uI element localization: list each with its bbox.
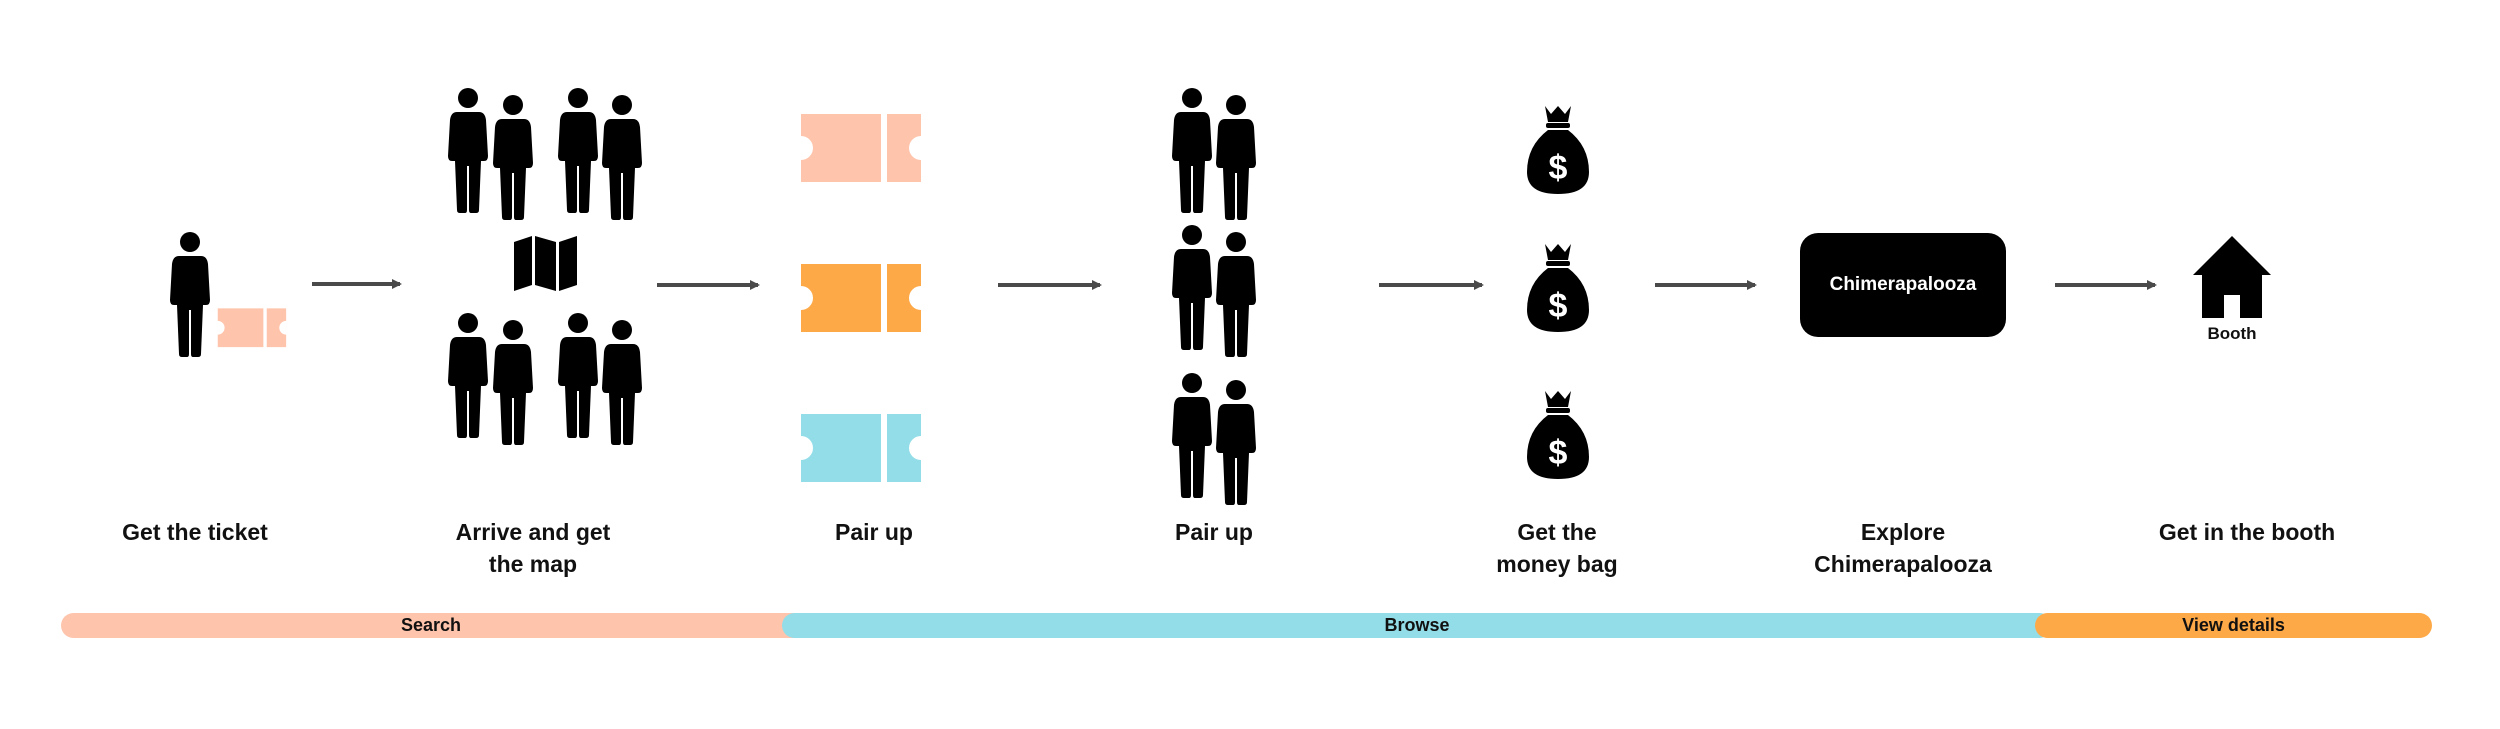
person-icon — [1216, 95, 1256, 220]
dollar-sign: $ — [1549, 287, 1568, 325]
house-icon — [2193, 236, 2271, 318]
person-icon — [170, 232, 210, 357]
step-5-icons: $ $ $ — [1527, 106, 1589, 479]
phase-bar-browse: Browse — [782, 613, 2052, 638]
person-icon — [1216, 380, 1256, 505]
step-4-icons — [1172, 88, 1256, 505]
step-3-icons — [801, 114, 921, 482]
dollar-sign: $ — [1549, 434, 1568, 472]
person-icon — [1172, 88, 1212, 213]
person-icon — [1172, 373, 1212, 498]
step-label-line: Arrive and get — [455, 519, 611, 545]
step-label-7: Get in the booth — [2097, 516, 2397, 548]
step-label-2: Arrive and get the map — [383, 516, 683, 580]
phase-bar-view-details: View details — [2035, 613, 2432, 638]
step-2-icons — [448, 88, 642, 445]
person-icon — [448, 88, 488, 213]
phase-label: Search — [400, 615, 462, 635]
step-label-line: the map — [488, 551, 578, 577]
person-icon — [1172, 225, 1212, 350]
step-1-icons — [170, 232, 287, 357]
person-icon — [493, 95, 533, 220]
step-label-line: Get the — [1517, 519, 1597, 545]
arrows — [312, 279, 2157, 290]
dollar-sign: $ — [1549, 149, 1568, 187]
chimerapalooza-box-label: Chimerapalooza — [1829, 274, 1977, 295]
money-bag-icon: $ — [1527, 391, 1589, 479]
chimerapalooza-box: Chimerapalooza — [1800, 233, 2006, 337]
step-label-line: Chimerapalooza — [1814, 551, 1992, 577]
person-icon — [602, 320, 642, 445]
booth-label: Booth — [2207, 324, 2257, 343]
person-icon — [602, 95, 642, 220]
step-label-line: Get in the booth — [2158, 519, 2336, 545]
person-icon — [493, 320, 533, 445]
money-bag-icon: $ — [1527, 106, 1589, 194]
step-label-6: Explore Chimerapalooza — [1753, 516, 2053, 580]
person-icon — [558, 313, 598, 438]
step-label-line: Explore — [1860, 519, 1946, 545]
money-bag-icon: $ — [1527, 244, 1589, 332]
step-label-1: Get the ticket — [45, 516, 345, 548]
ticket-icon — [217, 308, 287, 348]
phase-bar-search: Search — [61, 613, 801, 638]
step-label-4: Pair up — [1064, 516, 1364, 548]
phase-label: Browse — [1384, 615, 1450, 635]
step-label-line: Pair up — [1175, 519, 1253, 545]
person-icon — [558, 88, 598, 213]
step-label-5: Get the money bag — [1407, 516, 1707, 580]
step-label-line: Get the ticket — [122, 519, 268, 545]
step-label-line: Pair up — [835, 519, 913, 545]
person-icon — [448, 313, 488, 438]
ticket-icon — [801, 414, 921, 482]
ticket-icon — [801, 114, 921, 182]
phase-label: View details — [2182, 615, 2285, 635]
person-icon — [1216, 232, 1256, 357]
ticket-icon — [801, 264, 921, 332]
step-label-3: Pair up — [724, 516, 1024, 548]
map-icon — [514, 236, 577, 291]
step-label-line: money bag — [1496, 551, 1618, 577]
